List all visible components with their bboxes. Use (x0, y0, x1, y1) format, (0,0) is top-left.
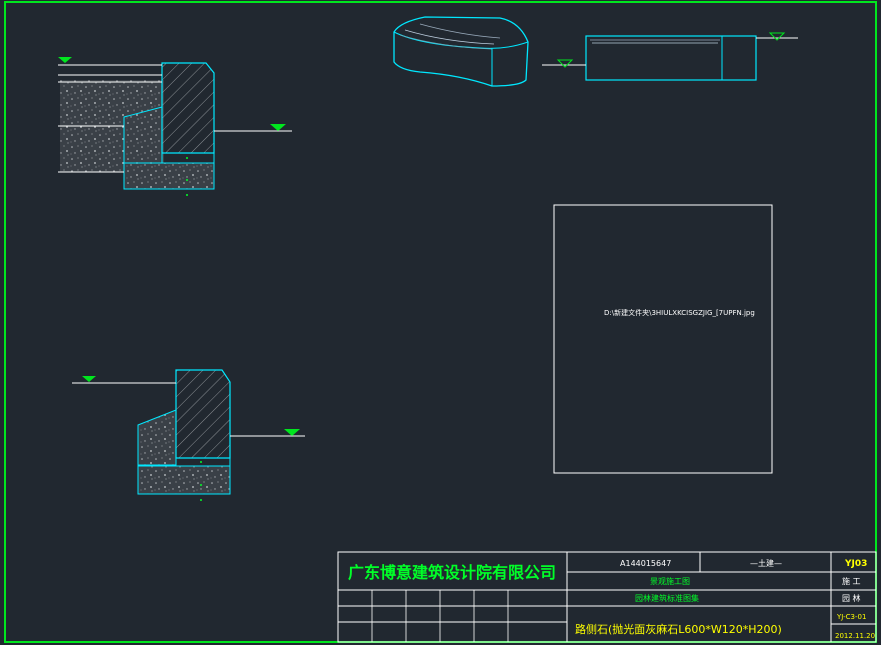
water-level-icon (82, 376, 96, 382)
subtitle-1: 景观施工图 (650, 576, 690, 586)
image-placeholder: D:\新建文件夹\3HIULXKCISGZJIG_[7UPFN.jpg (553, 204, 773, 474)
image-path-label: D:\新建文件夹\3HIULXKCISGZJIG_[7UPFN.jpg (604, 308, 755, 317)
category-label: 园 林 (842, 593, 861, 603)
title-block: 广东博意建筑设计院有限公司 A144015647 —土建— 景观施工图 园林建筑… (337, 551, 877, 643)
curb-section-detail-2 (72, 369, 305, 501)
curb-isometric-view (393, 16, 529, 87)
company-name: 广东博意建筑设计院有限公司 (348, 563, 556, 582)
drawing-number: YJ-C3-01 (836, 613, 866, 621)
curb-stone-1 (161, 62, 215, 154)
water-level-icon (284, 429, 300, 436)
water-level-icon (270, 124, 286, 131)
subtitle-2: 园林建筑标准图集 (635, 593, 699, 603)
sheet-code: YJ03 (844, 559, 867, 569)
curb-stone-2 (175, 369, 231, 459)
project-code: A144015647 (620, 559, 671, 568)
water-level-icon (768, 32, 786, 41)
base-layer-1 (123, 162, 215, 190)
curb-section-detail-1 (58, 57, 292, 196)
water-level-icon (58, 57, 72, 63)
stage-label: 施 工 (842, 576, 861, 586)
base-layer-2 (137, 465, 231, 495)
item-title: 路侧石(抛光面灰麻石L600*W120*H200) (575, 622, 782, 636)
discipline-field: —土建— (750, 558, 782, 568)
water-level-icon (556, 59, 574, 68)
curb-side-elevation (542, 32, 798, 81)
drawing-date: 2012.11.20 (835, 632, 875, 640)
